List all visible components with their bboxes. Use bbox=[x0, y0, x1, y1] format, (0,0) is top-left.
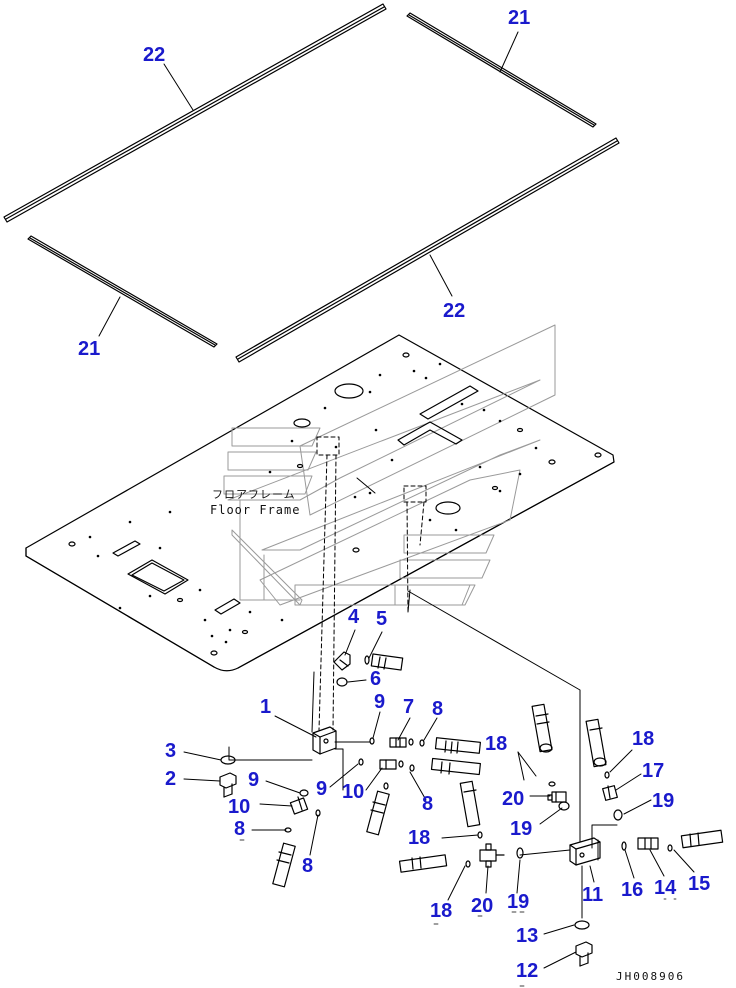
callout-18-a: 18 bbox=[485, 733, 508, 755]
callout-8-b: 8 bbox=[234, 818, 246, 840]
callout-5: 5 bbox=[376, 608, 388, 630]
fitting-part-10-a bbox=[379, 759, 404, 770]
callout-11: 11 bbox=[582, 884, 604, 906]
callout-9-b: 9 bbox=[248, 769, 260, 791]
callout-22-lower: 22 bbox=[443, 300, 466, 322]
callout-3: 3 bbox=[165, 740, 177, 762]
o-ring-part-6 bbox=[336, 677, 348, 687]
callout-8-c: 8 bbox=[422, 793, 434, 815]
seal-strip-22-upper bbox=[3, 3, 387, 223]
plate-small-holes bbox=[88, 362, 538, 644]
floor-frame-plate bbox=[25, 334, 615, 672]
callout-17: 17 bbox=[642, 760, 665, 782]
callout-18-c: 18 bbox=[408, 827, 431, 849]
callout-10-b: 10 bbox=[342, 781, 365, 803]
tee-fitting-20-a bbox=[547, 791, 567, 803]
plate-features bbox=[68, 352, 602, 656]
callout-20-b: 20 bbox=[471, 895, 494, 917]
watermark-logo bbox=[223, 324, 556, 606]
callout-4: 4 bbox=[348, 606, 360, 628]
floor-frame-label-jp: フロアフレーム bbox=[212, 488, 296, 501]
callout-16: 16 bbox=[621, 879, 644, 901]
fitting-part-10-b bbox=[289, 796, 309, 815]
callout-19-a: 19 bbox=[652, 790, 675, 812]
tee-fitting-20-b bbox=[479, 843, 505, 868]
callout-2: 2 bbox=[165, 768, 177, 790]
hose-fittings bbox=[272, 703, 724, 888]
fitting-part-7 bbox=[389, 737, 414, 748]
floor-frame-label-en: Floor Frame bbox=[210, 503, 301, 517]
callout-9-c: 9 bbox=[316, 778, 328, 800]
hose-lines bbox=[228, 477, 618, 861]
callout-9-a: 9 bbox=[374, 691, 386, 713]
fitting-part-14 bbox=[637, 837, 659, 850]
callout-20-a: 20 bbox=[502, 788, 525, 810]
callout-15: 15 bbox=[688, 873, 711, 895]
callout-1: 1 bbox=[260, 696, 272, 718]
callout-8-a: 8 bbox=[432, 698, 444, 720]
callout-10-a: 10 bbox=[228, 796, 251, 818]
callout-7: 7 bbox=[403, 696, 415, 718]
callout-13: 13 bbox=[516, 925, 539, 947]
callout-19-c: 19 bbox=[507, 891, 530, 913]
block-part-11 bbox=[569, 837, 601, 866]
strip-leaders bbox=[98, 31, 519, 337]
seal-strip-21-lower bbox=[27, 235, 218, 348]
seal-strip-21-upper bbox=[406, 12, 597, 128]
callout-18-d: 18 bbox=[430, 900, 453, 922]
callout-12: 12 bbox=[516, 960, 539, 982]
callout-18-b: 18 bbox=[632, 728, 655, 750]
bolt-part-2 bbox=[219, 772, 237, 798]
callout-21-upper: 21 bbox=[508, 7, 531, 29]
elbow-part-4 bbox=[333, 651, 351, 671]
label-ticks bbox=[239, 839, 677, 987]
bolt-part-12 bbox=[575, 941, 593, 967]
callout-21-lower: 21 bbox=[78, 338, 101, 360]
seal-strip-22-lower bbox=[235, 137, 620, 363]
block-part-1 bbox=[312, 726, 337, 755]
callout-8-d: 8 bbox=[302, 855, 314, 877]
drawing-code: JH008906 bbox=[616, 970, 685, 983]
fitting-part-17 bbox=[602, 785, 618, 801]
callout-14: 14 bbox=[654, 877, 677, 899]
callout-6: 6 bbox=[370, 668, 382, 690]
callout-leaders bbox=[183, 629, 695, 969]
hidden-location-boxes bbox=[316, 436, 427, 731]
hose-part-5 bbox=[364, 653, 404, 671]
callout-22-upper: 22 bbox=[143, 44, 166, 66]
callout-19-b: 19 bbox=[510, 818, 533, 840]
